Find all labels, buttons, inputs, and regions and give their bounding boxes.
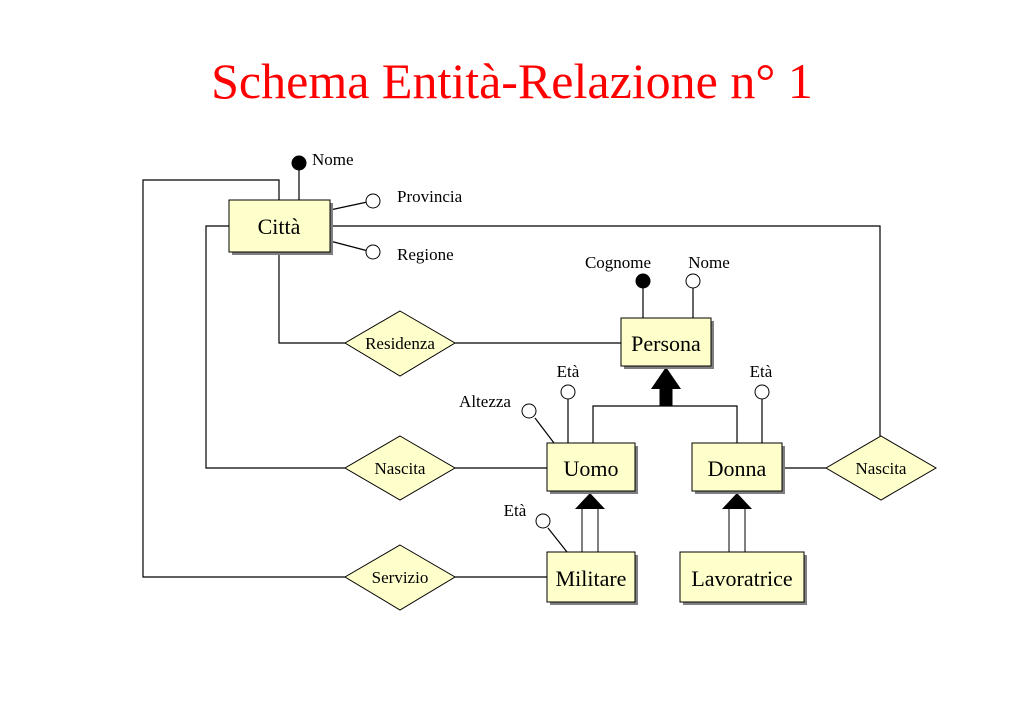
attribute-marker xyxy=(754,384,770,400)
isa-arrow-uomo xyxy=(575,493,605,553)
attribute-donna-eta: Età xyxy=(750,362,773,400)
relationship-nascita-uomo: Nascita xyxy=(344,435,456,501)
relationship-nascita-donna-label: Nascita xyxy=(856,459,907,478)
attribute-citta-provincia: Provincia xyxy=(365,187,463,209)
entity-militare-label: Militare xyxy=(556,566,627,591)
attribute-marker xyxy=(365,244,381,260)
attribute-marker xyxy=(365,193,381,209)
attribute-persona-cognome: Cognome xyxy=(585,253,651,289)
isa-arrow-donna xyxy=(722,493,752,553)
attribute-militare-eta: Età xyxy=(504,501,551,529)
entity-militare: Militare xyxy=(546,551,638,605)
entity-persona: Persona xyxy=(620,317,714,369)
attribute-uomo-altezza-label: Altezza xyxy=(459,392,511,411)
entity-persona-label: Persona xyxy=(631,331,701,356)
key-attribute-marker xyxy=(635,273,651,289)
attribute-marker xyxy=(521,403,537,419)
attribute-persona-nome-label: Nome xyxy=(688,253,730,272)
relationship-servizio-label: Servizio xyxy=(372,568,429,587)
relationship-residenza-label: Residenza xyxy=(365,334,435,353)
attribute-militare-eta-label: Età xyxy=(504,501,527,520)
attribute-marker xyxy=(560,384,576,400)
attribute-marker xyxy=(535,513,551,529)
entity-donna-label: Donna xyxy=(708,456,767,481)
entity-lavoratrice: Lavoratrice xyxy=(679,551,807,605)
entity-uomo-label: Uomo xyxy=(564,456,619,481)
attribute-citta-provincia-label: Provincia xyxy=(397,187,463,206)
relationship-residenza: Residenza xyxy=(344,310,456,377)
attribute-persona-nome: Nome xyxy=(685,253,730,289)
attribute-uomo-eta: Età xyxy=(557,362,580,400)
key-attribute-marker xyxy=(291,155,307,171)
attribute-uomo-eta-label: Età xyxy=(557,362,580,381)
relationship-nascita-donna: Nascita xyxy=(825,435,937,501)
attribute-citta-nome-label: Nome xyxy=(312,150,354,169)
relationship-servizio: Servizio xyxy=(344,544,456,611)
attribute-donna-eta-label: Età xyxy=(750,362,773,381)
relationship-nascita-uomo-label: Nascita xyxy=(375,459,426,478)
attribute-citta-regione: Regione xyxy=(365,244,454,264)
attribute-uomo-altezza: Altezza xyxy=(459,392,537,419)
entity-donna: Donna xyxy=(691,442,785,494)
entity-uomo: Uomo xyxy=(546,442,638,494)
entity-citta: Città xyxy=(228,199,333,255)
attribute-citta-regione-label: Regione xyxy=(397,245,454,264)
isa-arrow-persona xyxy=(651,367,681,407)
entity-lavoratrice-label: Lavoratrice xyxy=(691,566,792,591)
attribute-persona-cognome-label: Cognome xyxy=(585,253,651,272)
attribute-marker xyxy=(685,273,701,289)
attribute-citta-nome: Nome xyxy=(291,150,354,171)
page-title: Schema Entità-Relazione n° 1 xyxy=(211,53,813,109)
entity-citta-label: Città xyxy=(258,214,301,239)
